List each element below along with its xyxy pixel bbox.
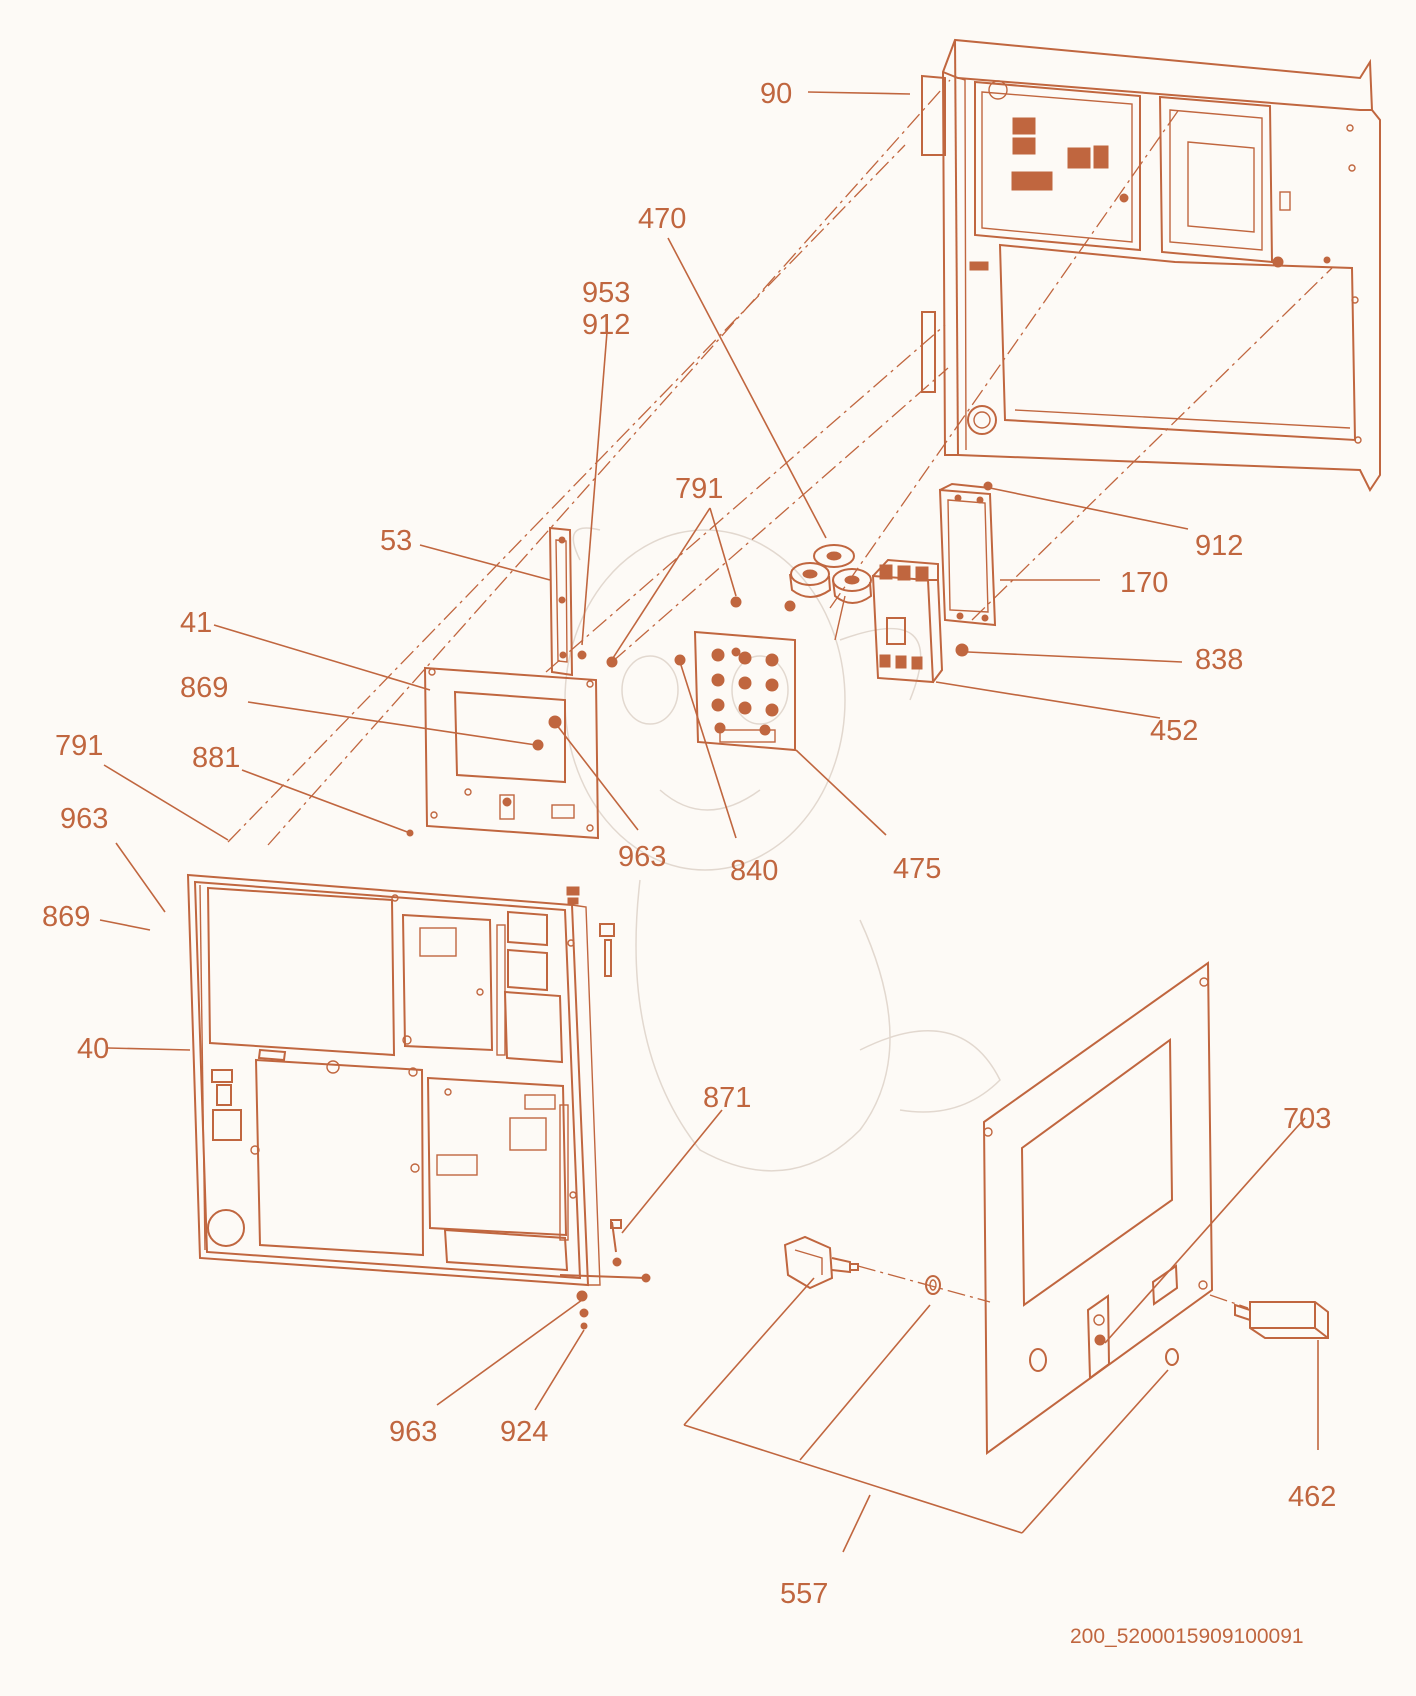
label-869-left: 869	[42, 901, 90, 933]
part-90-enclosure	[921, 38, 1381, 492]
label-838: 838	[1195, 644, 1243, 676]
label-871: 871	[703, 1082, 751, 1114]
label-840: 840	[730, 855, 778, 887]
assembly-lines	[227, 79, 1333, 1309]
label-452: 452	[1150, 715, 1198, 747]
label-963-left: 963	[60, 803, 108, 835]
label-170: 170	[1120, 567, 1168, 599]
label-953: 953	[582, 277, 630, 309]
part-452-breaker	[871, 558, 969, 684]
label-41: 41	[180, 607, 212, 639]
label-557: 557	[780, 1578, 828, 1610]
part-170-bracket	[938, 481, 997, 627]
leader-lines	[99, 91, 1319, 1553]
label-40: 40	[77, 1033, 109, 1065]
part-470-ferrite-rings	[784, 544, 873, 641]
part-557-rotary-switch	[783, 1235, 941, 1295]
part-41-mounting-plate	[406, 666, 600, 840]
label-912-top: 912	[582, 309, 630, 341]
part-labels: 90 470 953 912 791 53 912 170 41 838 869…	[42, 78, 1336, 1648]
part-40-main-panel	[186, 873, 651, 1330]
label-470: 470	[638, 203, 686, 235]
label-963-mid: 963	[618, 841, 666, 873]
part-703-door-panel	[982, 961, 1214, 1455]
watermark-dragon	[564, 527, 1001, 1172]
label-924: 924	[500, 1416, 548, 1448]
part-475-terminal-board	[674, 630, 796, 752]
label-703: 703	[1283, 1103, 1331, 1135]
label-881: 881	[192, 742, 240, 774]
label-912-right: 912	[1195, 530, 1243, 562]
part-53-din-rail	[548, 526, 742, 677]
label-90: 90	[760, 78, 792, 110]
part-462-indicator-lamp	[1234, 1301, 1329, 1339]
label-791-top: 791	[675, 473, 723, 505]
label-53: 53	[380, 525, 412, 557]
label-963-bottom: 963	[389, 1416, 437, 1448]
label-869-upper: 869	[180, 672, 228, 704]
label-462: 462	[1288, 1481, 1336, 1513]
label-791-left: 791	[55, 730, 103, 762]
document-id: 200_5200015909100091	[1070, 1625, 1304, 1648]
label-475: 475	[893, 853, 941, 885]
